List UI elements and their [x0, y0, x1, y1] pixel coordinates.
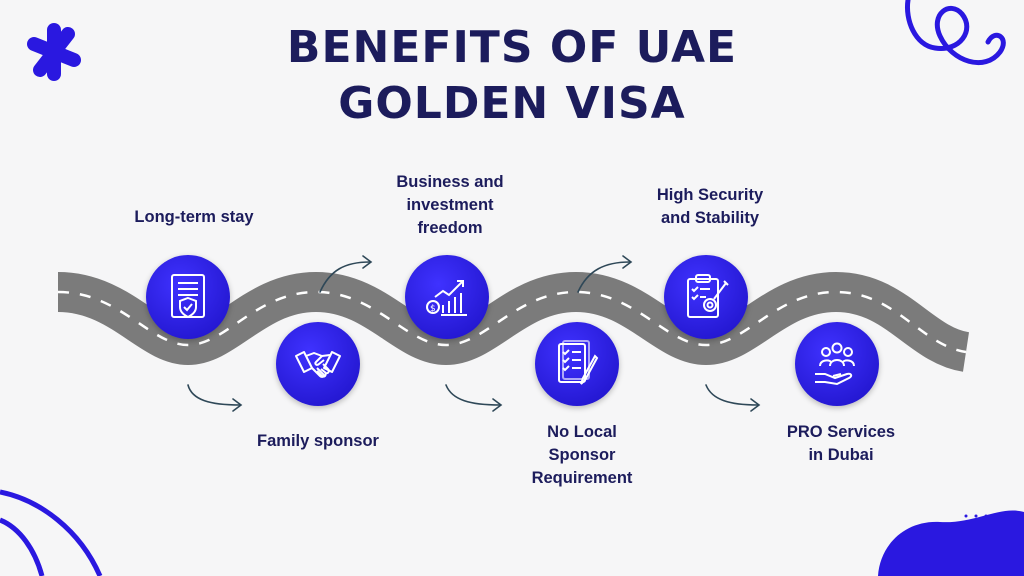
curve-decoration-left	[0, 489, 103, 576]
step-label-security-stability: High Security and Stability	[656, 186, 764, 227]
step-circle-6	[795, 322, 879, 406]
growth-chart-icon: $	[426, 280, 467, 316]
step-circle-5	[664, 255, 748, 339]
step-label-long-term-stay: Long-term stay	[134, 208, 254, 226]
flow-arrows	[187, 255, 761, 412]
blob-decoration	[878, 510, 1024, 576]
step-circle-1	[146, 255, 230, 339]
people-hand-icon	[815, 342, 855, 386]
asterisk-decoration	[27, 23, 81, 81]
certificate-shield-icon	[171, 274, 205, 319]
step-label-no-local-sponsor: No Local Sponsor Requirement	[531, 423, 633, 487]
page-title-line2: GOLDEN VISA	[338, 78, 686, 129]
squiggle-decoration	[904, 0, 1006, 65]
step-label-pro-services: PRO Services in Dubai	[786, 423, 896, 464]
page-title-line1: BENEFITS OF UAE	[286, 22, 738, 73]
step-circle-4	[535, 322, 619, 406]
step-circle-2	[276, 322, 360, 406]
handshake-icon	[295, 351, 341, 378]
step-label-business-investment: Business and investment freedom	[396, 173, 504, 237]
checklist-icon	[558, 340, 599, 385]
dot-grid-decoration	[964, 514, 1008, 538]
winding-road	[56, 272, 971, 372]
svg-text:$: $	[430, 304, 436, 314]
step-label-family-sponsor: Family sponsor	[257, 432, 379, 450]
clipboard-gear-icon	[687, 274, 729, 318]
step-circle-3: $	[405, 255, 489, 339]
